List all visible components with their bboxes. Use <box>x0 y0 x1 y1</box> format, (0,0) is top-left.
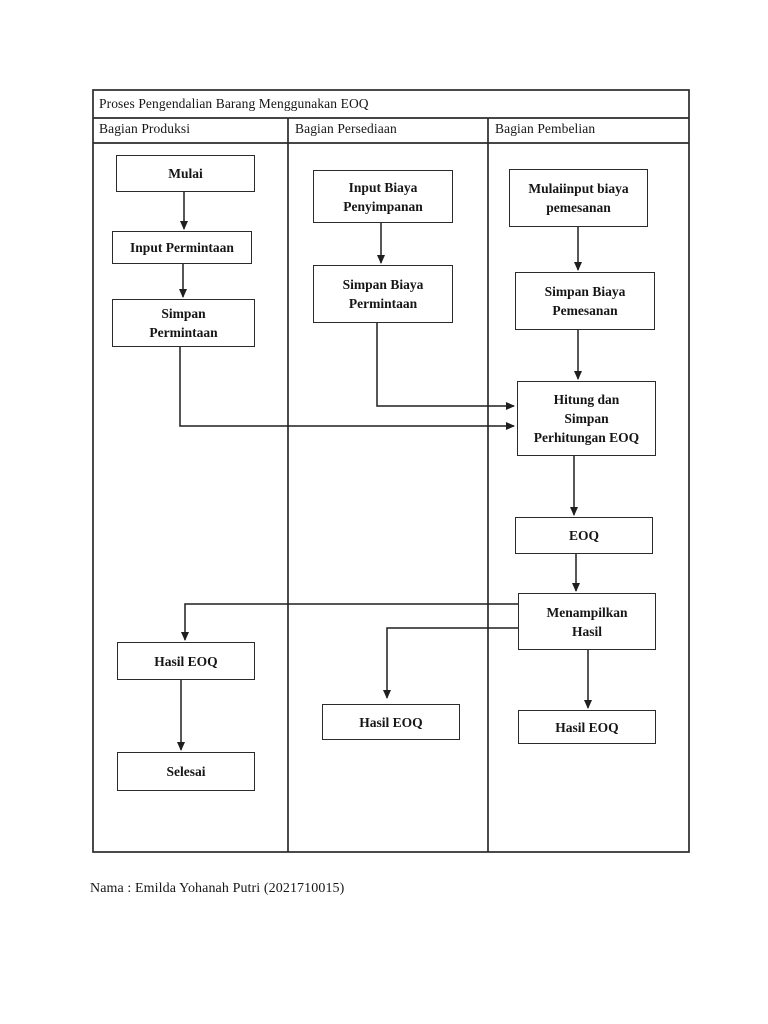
swimlane-grid <box>92 89 690 853</box>
flow-node-mulai-input-biaya-pemesanan: Mulaiinput biaya pemesanan <box>509 169 648 227</box>
flow-node-selesai: Selesai <box>117 752 255 791</box>
flow-node-label: Input Biaya Penyimpanan <box>343 179 423 214</box>
flow-node-label: Menampilkan Hasil <box>546 604 628 639</box>
flow-arrows <box>177 191 592 751</box>
lane-header-produksi: Bagian Produksi <box>99 121 191 136</box>
flow-node-label: Hasil EOQ <box>555 719 619 735</box>
flow-node-label: Simpan Biaya Permintaan <box>342 277 424 311</box>
flow-node-eoq: EOQ <box>515 517 653 554</box>
flow-node-label: EOQ <box>568 528 599 543</box>
flow-node-label: Mulaiinput biaya pemesanan <box>528 181 629 215</box>
flow-node-input-biaya-penyimpanan: Input Biaya Penyimpanan <box>313 170 453 223</box>
flow-node-hasil-eoq-pembelian: Hasil EOQ <box>518 710 656 744</box>
flow-node-simpan-biaya-permintaan: Simpan Biaya Permintaan <box>313 265 453 323</box>
lane-header-persediaan: Bagian Persediaan <box>295 121 397 136</box>
flow-node-menampilkan-hasil: Menampilkan Hasil <box>518 593 656 650</box>
flow-node-simpan-permintaan: Simpan Permintaan <box>112 299 255 347</box>
arrow-menampilkan-hasil-to-hasil-eoq-produksi <box>181 603 518 641</box>
flow-node-label: Mulai <box>168 166 203 181</box>
flow-node-simpan-biaya-pemesanan: Simpan Biaya Pemesanan <box>515 272 655 330</box>
arrow-simpan-biaya-permintaan-to-hitung <box>376 323 515 410</box>
flow-node-label: Simpan Biaya Pemesanan <box>544 284 626 318</box>
flow-node-label: Hasil EOQ <box>359 714 423 730</box>
lane-header-pembelian: Bagian Pembelian <box>495 121 596 136</box>
arrow-simpan-permintaan-to-hitung <box>179 347 515 430</box>
flow-node-label: Hasil EOQ <box>154 653 218 669</box>
flow-node-label: Input Permintaan <box>130 240 234 255</box>
flow-node-mulai: Mulai <box>116 155 255 192</box>
arrow-menampilkan-hasil-to-hasil-eoq-persediaan <box>383 627 518 699</box>
table-outer-border <box>92 89 690 853</box>
flow-node-hasil-eoq-persediaan: Hasil EOQ <box>322 704 460 740</box>
flow-node-label: Simpan Permintaan <box>149 306 218 340</box>
flow-node-label: Hitung dan Simpan Perhitungan EOQ <box>533 392 640 445</box>
flow-node-hasil-eoq-produksi: Hasil EOQ <box>117 642 255 680</box>
flow-node-hitung-dan-simpan-perhitungan-eoq: Hitung dan Simpan Perhitungan EOQ <box>517 381 656 456</box>
author-note: Nama : Emilda Yohanah Putri (2021710015) <box>90 881 345 896</box>
flow-node-label: Selesai <box>166 764 206 779</box>
diagram-title: Proses Pengendalian Barang Menggunakan E… <box>99 96 369 111</box>
flow-node-input-permintaan: Input Permintaan <box>112 231 252 264</box>
